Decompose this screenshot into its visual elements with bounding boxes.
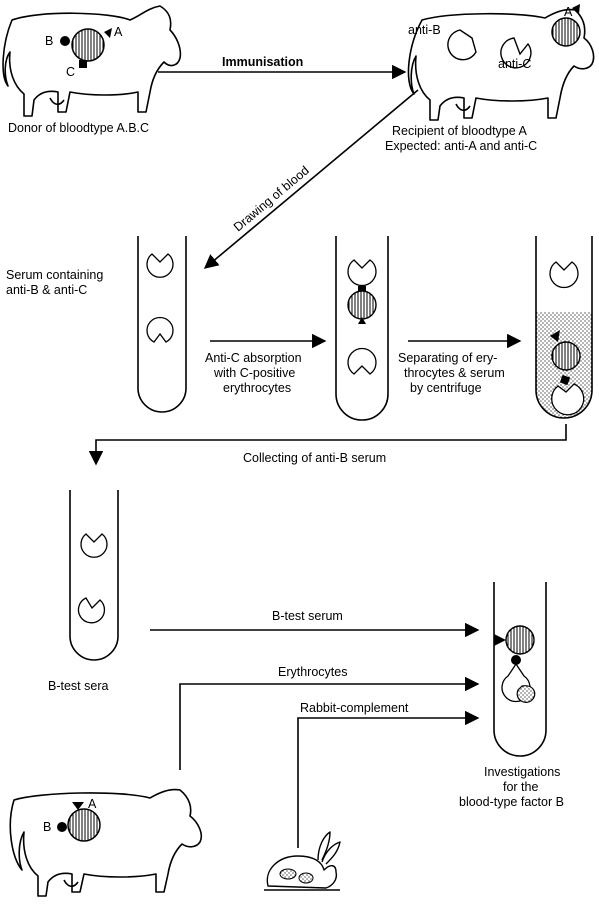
recipient-caption-2: Expected: anti-A and anti-C [385,139,537,153]
cow2-marker-a: A [88,797,97,811]
tube3-antigen-c [559,374,571,386]
absorption-label-2: with C-positive [213,366,295,380]
tube2-antibody-bottom [347,347,377,375]
erythrocytes-arrow [179,676,480,770]
anti-b-antibody [447,29,477,61]
rabbit-icon [264,831,341,891]
tube3-antibody-top [549,261,579,289]
tube2-antibody-top [347,259,377,287]
investigation-caption-2: for the [503,780,538,794]
serum-tube [137,236,187,413]
tube5-antigen-a [494,634,506,646]
tube2-c-positive-cell [347,290,377,320]
drawing-of-blood-label: Drawing of blood [231,163,312,234]
tube3-bound-antibody [551,383,585,416]
rabbit-complement-arrow [297,710,480,848]
recipient-antigen-a [572,4,580,14]
recipient-marker-a: A [564,5,573,19]
b-test-caption: B-test sera [48,679,108,693]
separating-label-1: Separating of ery- [398,351,497,365]
separating-label-3: by centrifuge [410,381,482,395]
absorption-tube [335,236,389,421]
antigen-c-square [79,60,87,68]
rabbit-complement-label: Rabbit-complement [300,701,409,715]
serum-tube-caption-1: Serum containing [6,268,103,282]
recipient-caption-1: Recipient of bloodtype A [392,124,527,138]
separating-label-2: throcytes & serum [404,366,505,380]
tube1-antibody-bottom [146,316,174,343]
recipient-cow [407,8,595,121]
investigation-caption-3: blood-type factor B [459,795,564,809]
collecting-arrow [88,424,567,466]
tube5-complement [516,685,536,703]
absorption-label-3: erythrocytes [223,381,291,395]
cow2-marker-b: B [43,820,51,834]
tube4-antibody-bottom [77,597,106,624]
rabbit-spot-1 [279,868,297,880]
absorption-label-1: Anti-C absorption [205,351,302,365]
recipient-blood-cell [551,17,581,47]
donor-cow [2,5,182,117]
anti-c-antibody [500,37,532,69]
tube2-antigen-c [358,286,366,294]
antigen-a-triangle [104,28,112,38]
donor-marker-c: C [66,65,75,79]
b-test-tube [69,490,119,661]
collecting-label: Collecting of anti-B serum [243,451,386,465]
drawing-of-blood-arrow [203,89,419,269]
tube4-antibody-top [80,533,108,558]
b-test-serum-label: B-test serum [272,609,343,623]
donor-caption: Donor of bloodtype A.B.C [8,121,149,135]
test-cow [9,788,203,897]
antigen-b-dot [60,36,70,46]
serum-tube-caption-2: anti-B & anti-C [6,283,87,297]
immunisation-label: Immunisation [222,55,303,69]
tube5-erythrocyte [505,625,535,655]
investigation-caption-1: Investigations [484,765,560,779]
donor-marker-a: A [114,25,123,39]
cow2-blood-cell [67,808,101,842]
rabbit-spot-2 [298,872,314,884]
anti-b-label: anti-B [408,23,441,37]
tube5-antigen-b [511,655,521,665]
tube2-antigen-a [358,317,366,324]
tube3-antigen-a [550,330,560,342]
centrifuge-tube [535,236,593,419]
anti-c-label: anti-C [498,57,531,71]
cow2-antigen-a [72,802,84,810]
tube3-erythrocyte [551,341,581,371]
donor-blood-cell [71,28,105,62]
investigation-tube [493,582,547,757]
tube1-antibody-top [146,253,174,278]
donor-marker-b: B [45,34,53,48]
erythrocytes-label: Erythrocytes [278,665,347,679]
cow2-antigen-b [57,822,67,832]
